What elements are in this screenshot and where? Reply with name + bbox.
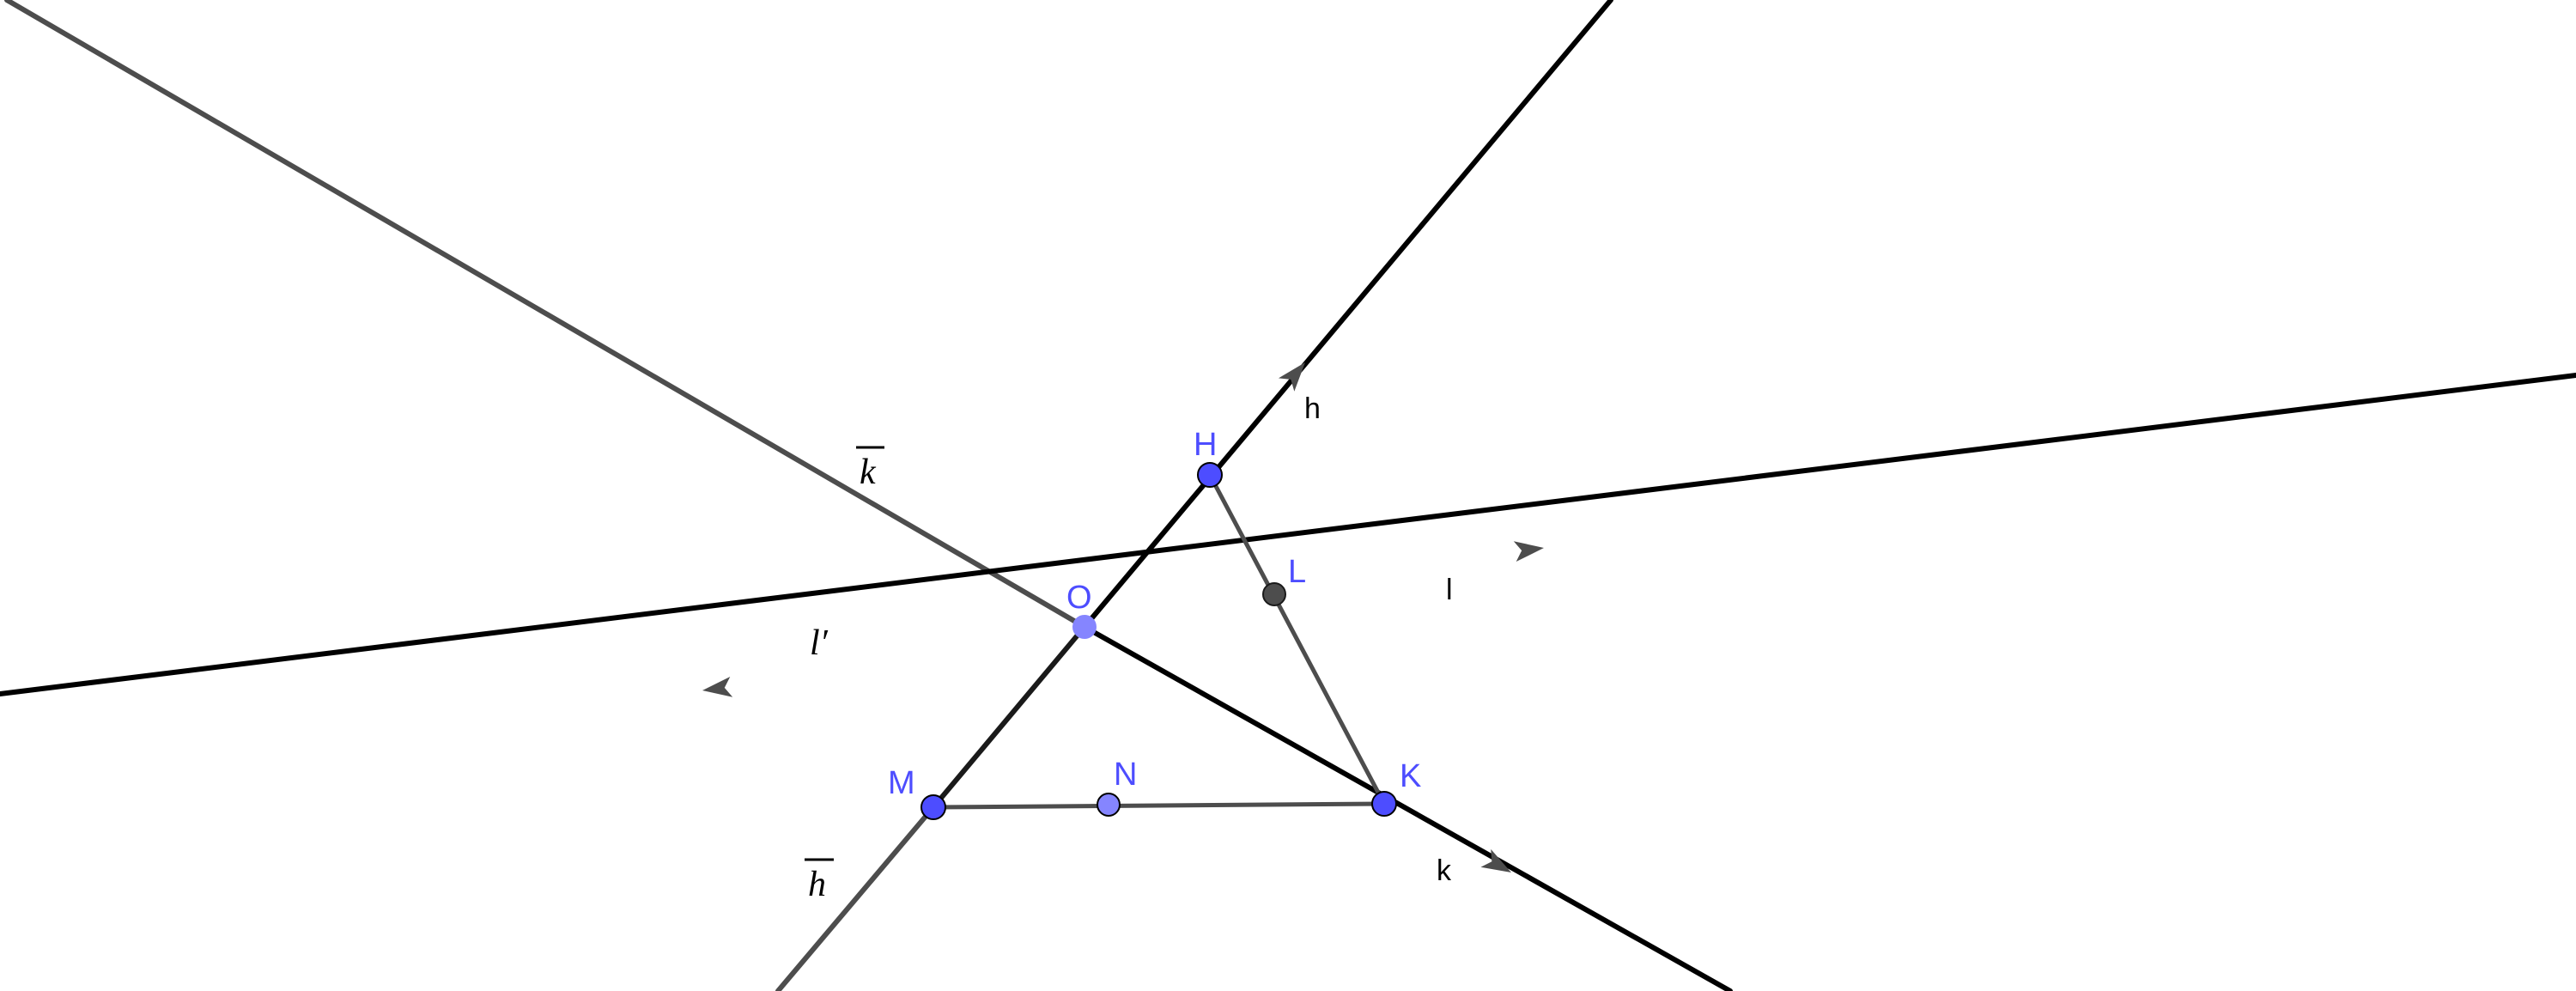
line-label-k-bar-group: k xyxy=(856,446,884,492)
line-label-k: k xyxy=(1437,854,1452,887)
point-label-N: N xyxy=(1114,757,1137,793)
point-L[interactable] xyxy=(1262,582,1286,606)
segment-O-M[interactable] xyxy=(931,624,1087,810)
line-label-k-bar: k xyxy=(860,453,877,492)
point-label-M: M xyxy=(888,765,915,801)
line-label-l: l xyxy=(1446,574,1453,606)
point-N[interactable] xyxy=(1097,793,1121,817)
point-label-K: K xyxy=(1400,758,1421,794)
line-label-h: h xyxy=(1304,392,1321,425)
arrowhead-h xyxy=(1278,362,1305,392)
point-M[interactable] xyxy=(920,794,946,820)
point-label-O: O xyxy=(1066,580,1092,616)
arrowhead-l-prime xyxy=(702,676,733,697)
line-h-upper[interactable] xyxy=(1082,0,1613,629)
segment-H-K[interactable] xyxy=(1207,472,1387,806)
point-O[interactable] xyxy=(1072,615,1097,639)
line-label-h-bar: h xyxy=(808,865,826,904)
line-label-l-prime: l′ xyxy=(810,623,829,663)
arrowhead-l xyxy=(1513,541,1544,562)
line-k[interactable] xyxy=(1082,624,1733,991)
line-k-bar[interactable] xyxy=(4,0,1087,629)
point-label-H: H xyxy=(1194,427,1217,463)
arrowhead-k xyxy=(1480,848,1511,872)
point-K[interactable] xyxy=(1371,791,1397,817)
line-h-bar[interactable] xyxy=(775,805,936,991)
line-l[interactable] xyxy=(0,373,2576,696)
line-label-h-bar-group: h xyxy=(805,858,834,904)
segment-M-K[interactable] xyxy=(931,801,1387,810)
point-label-L: L xyxy=(1288,554,1306,590)
point-H[interactable] xyxy=(1197,462,1223,488)
